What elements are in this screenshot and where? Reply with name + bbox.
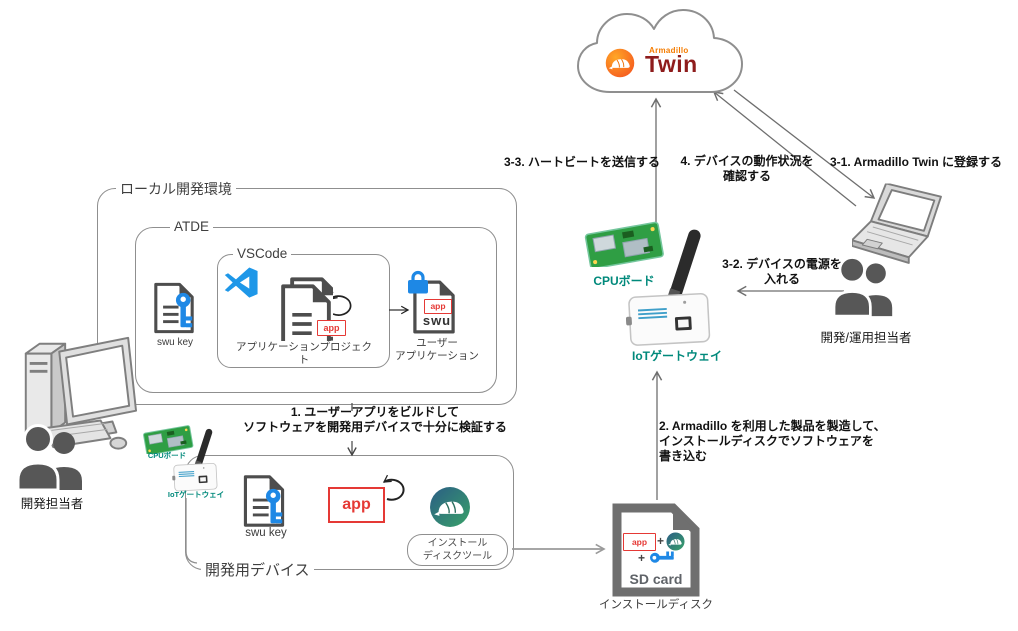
sd-plus-1: + [657, 534, 665, 548]
install-disk-tool-pill: インストール ディスクツール [407, 534, 508, 566]
atde-label: ATDE [170, 219, 214, 234]
dev-ops-caption: 開発/運用担当者 [820, 331, 912, 345]
user-app-caption-line1: ユーザー [416, 337, 458, 349]
install-disk-tool-icon [429, 486, 471, 528]
sd-plus-2: + [638, 551, 646, 565]
step-1-line1: 1. ユーザーアプリをビルドして [290, 405, 460, 419]
dev-key-icon [264, 488, 286, 526]
step-2-label: 2. Armadillo を利用した製品を製造して、 インストールディスクでソフ… [659, 419, 886, 464]
step-1-line2: ソフトウェアを開発用デバイスで十分に検証する [243, 420, 507, 434]
cpu-board-small-label: CPUボード [147, 451, 187, 460]
install-disk-caption: インストールディスク [599, 599, 713, 611]
step-4-label: 4. デバイスの動作状況を 確認する [676, 154, 818, 184]
step-3-1-label: 3-1. Armadillo Twin に登録する [830, 155, 1003, 169]
vscode-label: VSCode [233, 246, 292, 261]
app-project-caption: アプリケーションプロジェクト [236, 341, 372, 366]
dev-device-label: 開発用デバイス [201, 559, 314, 580]
step-1-label: 1. ユーザーアプリをビルドして ソフトウェアを開発用デバイスで十分に検証する [230, 405, 520, 435]
user-app-caption-line2: アプリケーション [395, 350, 479, 362]
cpu-board-label: CPUボード [593, 274, 655, 288]
sd-key-icon [649, 549, 676, 564]
swu-key-caption: swu key [156, 337, 194, 348]
user-app-swu-text: swu [422, 313, 452, 328]
step-2-line3: 書き込む [659, 449, 708, 463]
iot-gateway-small-icon [172, 428, 224, 492]
user-app-caption: ユーザー アプリケーション [394, 337, 480, 363]
step-2-line2: インストールディスクでソフトウェアを [659, 434, 874, 448]
install-tool-line2: ディスクツール [422, 551, 493, 562]
step-3-3-label: 3-3. ハートビートを送信する [504, 155, 661, 169]
step-4-line1: 4. デバイスの動作状況を [680, 154, 814, 168]
dev-ops-people-icon [834, 256, 894, 318]
local-dev-env-label: ローカル開発環境 [116, 179, 236, 199]
iot-gateway-small-label: IoTゲートウェイ [167, 490, 225, 499]
step-2-line1: 2. Armadillo を利用した製品を製造して、 [659, 419, 886, 433]
vscode-logo-icon [223, 266, 259, 302]
sd-app-badge: app [623, 533, 656, 551]
lock-icon [405, 269, 431, 295]
install-tool-line1: インストール [427, 538, 488, 549]
app-project-badge: app [317, 320, 346, 336]
developer-caption: 開発担当者 [20, 497, 84, 511]
atde-box [135, 227, 497, 393]
cloud-brand-twin: Twin [645, 51, 698, 77]
user-app-badge: app [424, 299, 452, 314]
dev-app-box: app [328, 487, 385, 523]
local-dev-env-box [97, 188, 517, 405]
dev-swu-key-caption: swu key [245, 527, 287, 539]
armadillo-logo-icon [605, 48, 635, 78]
cloud-brand-armadillo: Armadillo [649, 46, 689, 55]
step-3-2-line1: 3-2. デバイスの電源を [722, 257, 842, 271]
step-3-2-label: 3-2. デバイスの電源を 入れる [720, 257, 844, 287]
sd-card-title: SD card [629, 571, 683, 587]
sd-card-icon [612, 503, 700, 597]
step-4-line2: 確認する [722, 169, 771, 183]
developer-people-icon [18, 424, 84, 492]
key-icon [174, 292, 196, 330]
iot-gateway-label: IoTゲートウェイ [632, 349, 722, 363]
vscode-box [217, 254, 390, 368]
iot-gateway-icon [626, 228, 722, 347]
step-3-2-line2: 入れる [763, 272, 800, 286]
